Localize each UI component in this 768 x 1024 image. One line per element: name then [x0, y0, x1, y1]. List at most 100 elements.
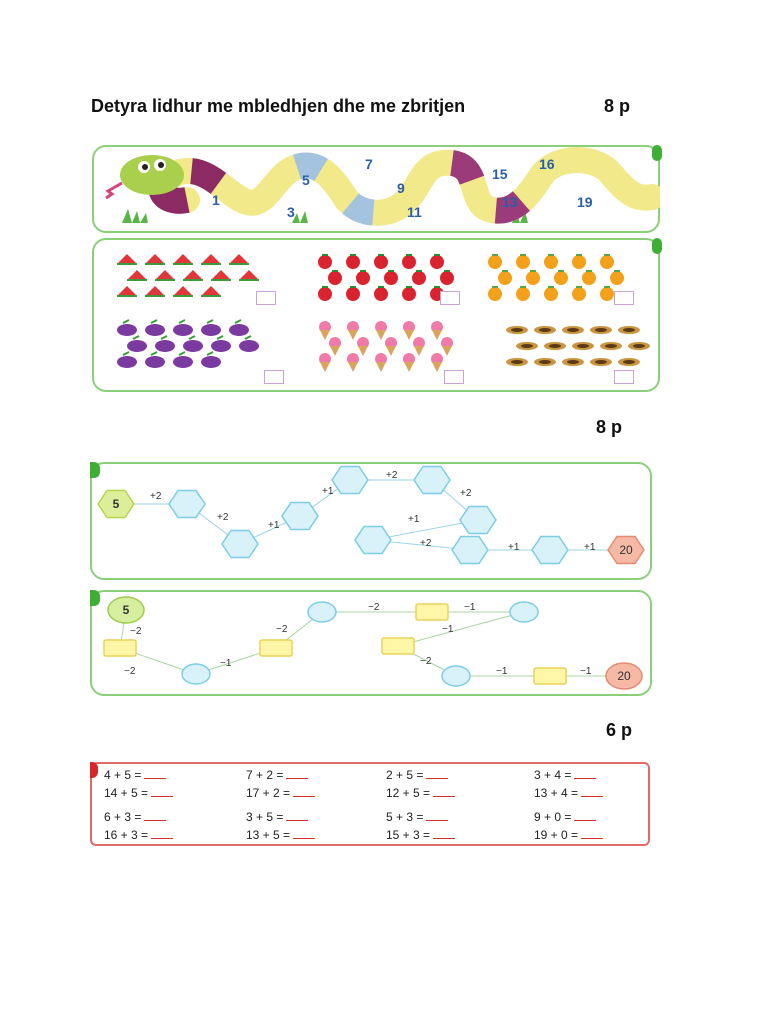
- circle-blank[interactable]: [509, 601, 539, 623]
- box-blank[interactable]: [415, 603, 449, 621]
- chain-start-number: 5: [113, 497, 120, 511]
- answer-blank[interactable]: [144, 810, 167, 821]
- strawberry-icon: [402, 286, 416, 301]
- answer-blank[interactable]: [151, 828, 174, 839]
- watermelon-slice-icon: [201, 286, 221, 297]
- answer-blank[interactable]: [286, 768, 309, 779]
- step-label: +2: [150, 491, 162, 502]
- answer-blank[interactable]: [293, 786, 316, 797]
- start-hex: [97, 489, 135, 519]
- grapes-icon: [183, 335, 203, 352]
- equation: 7 + 2 =: [246, 768, 309, 782]
- cookie-icon: [534, 326, 556, 334]
- snake-number: 11: [407, 204, 422, 220]
- fruit-groups-figure: [117, 254, 650, 372]
- box-blank[interactable]: [103, 639, 137, 657]
- orange-icon: [554, 270, 568, 285]
- ice-cream-cone-icon: [375, 353, 387, 372]
- equation-text: 17 + 2 =: [246, 786, 291, 800]
- fruit-group: [117, 319, 259, 368]
- strawberry-icon: [356, 270, 370, 285]
- answer-blank[interactable]: [433, 828, 456, 839]
- panel-tab: [652, 238, 662, 254]
- cookie-icon: [562, 358, 584, 366]
- equation-text: 2 + 5 =: [386, 768, 424, 782]
- cookie-icon: [562, 326, 584, 334]
- points-task-3: 6 p: [606, 720, 633, 740]
- answer-blank[interactable]: [426, 768, 449, 779]
- step-label: +2: [217, 512, 229, 523]
- hex-blank[interactable]: [451, 535, 489, 565]
- answer-box-strawberry[interactable]: [440, 291, 460, 305]
- hex-blank[interactable]: [413, 465, 451, 495]
- answer-box-watermelon[interactable]: [256, 291, 276, 305]
- step-label: +1: [584, 542, 596, 553]
- watermelon-slice-icon: [173, 286, 193, 297]
- strawberry-icon: [374, 254, 388, 269]
- answer-blank[interactable]: [151, 786, 174, 797]
- step-label: −2: [130, 626, 142, 637]
- orange-icon: [544, 254, 558, 269]
- panel-tab: [652, 145, 662, 161]
- orange-icon: [516, 254, 530, 269]
- equation-text: 3 + 5 =: [246, 810, 284, 824]
- cookie-icon: [516, 342, 538, 350]
- answer-blank[interactable]: [581, 828, 604, 839]
- answer-blank[interactable]: [581, 786, 604, 797]
- answer-box-grapes[interactable]: [264, 370, 284, 384]
- step-label: −1: [496, 666, 508, 677]
- ice-cream-cone-icon: [413, 337, 425, 356]
- circle-blank[interactable]: [441, 665, 471, 687]
- circle-blank[interactable]: [307, 601, 337, 623]
- box-blank[interactable]: [259, 639, 293, 657]
- cookie-icon: [544, 342, 566, 350]
- ice-cream-cone-icon: [347, 321, 359, 340]
- hex-blank[interactable]: [459, 505, 497, 535]
- equation-text: 15 + 3 =: [386, 828, 431, 842]
- answer-blank[interactable]: [293, 828, 316, 839]
- hex-blank[interactable]: [168, 489, 206, 519]
- box-blank[interactable]: [381, 637, 415, 655]
- cookie-icon: [590, 326, 612, 334]
- step-label: −2: [368, 602, 380, 613]
- answer-box-orange[interactable]: [614, 291, 634, 305]
- grapes-icon: [239, 335, 259, 352]
- watermelon-slice-icon: [145, 254, 165, 265]
- step-label: +1: [268, 520, 280, 531]
- snake-number: 7: [365, 156, 373, 172]
- equation-text: 9 + 0 =: [534, 810, 572, 824]
- ice-cream-cone-icon: [441, 337, 453, 356]
- answer-blank[interactable]: [144, 768, 167, 779]
- hex-blank[interactable]: [531, 535, 569, 565]
- orange-icon: [610, 270, 624, 285]
- fruit-group: [488, 254, 624, 301]
- cookie-icon: [618, 326, 640, 334]
- answer-blank[interactable]: [433, 786, 456, 797]
- strawberry-icon: [412, 270, 426, 285]
- step-label: +2: [420, 538, 432, 549]
- orange-icon: [526, 270, 540, 285]
- equation: 13 + 4 =: [534, 786, 604, 800]
- step-label: +1: [322, 486, 334, 497]
- grapes-icon: [173, 319, 193, 336]
- answer-blank[interactable]: [286, 810, 309, 821]
- hex-blank[interactable]: [354, 525, 392, 555]
- answer-blank[interactable]: [574, 768, 597, 779]
- answer-box-ice-cream[interactable]: [444, 370, 464, 384]
- ice-cream-cone-icon: [431, 353, 443, 372]
- step-label: −1: [464, 602, 476, 613]
- hex-blank[interactable]: [331, 465, 369, 495]
- answer-blank[interactable]: [426, 810, 449, 821]
- box-blank[interactable]: [533, 667, 567, 685]
- hex-blank[interactable]: [221, 529, 259, 559]
- chain-start-number: 5: [123, 603, 130, 617]
- answer-blank[interactable]: [574, 810, 597, 821]
- equation: 6 + 3 =: [104, 810, 167, 824]
- hex-blank[interactable]: [281, 501, 319, 531]
- equation: 15 + 3 =: [386, 828, 456, 842]
- watermelon-slice-icon: [155, 270, 175, 281]
- chain-start-circle: [107, 596, 145, 624]
- circle-blank[interactable]: [181, 663, 211, 685]
- answer-box-cookie[interactable]: [614, 370, 634, 384]
